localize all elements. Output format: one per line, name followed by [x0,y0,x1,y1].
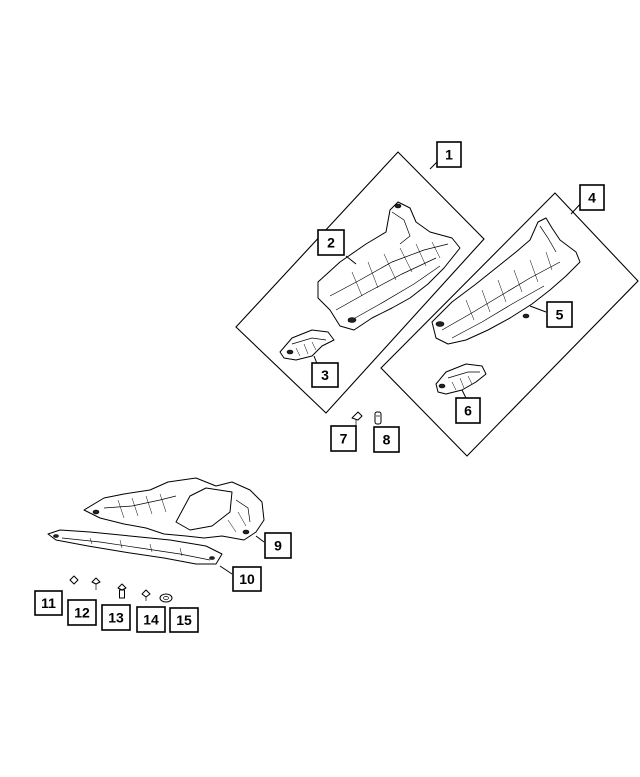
callout-9[interactable]: 9 [264,532,292,559]
callout-8-label: 8 [383,432,391,448]
callout-2-label: 2 [327,235,335,251]
callout-15[interactable]: 15 [169,607,199,633]
callout-11[interactable]: 11 [34,590,63,616]
skid-plate-left [317,201,461,331]
callout-2[interactable]: 2 [317,229,345,256]
callout-15-label: 15 [176,612,192,628]
callout-9-label: 9 [274,538,282,554]
callout-7-label: 7 [340,431,348,447]
callout-3[interactable]: 3 [311,362,339,388]
callout-7[interactable]: 7 [330,425,357,452]
strip-shield [47,529,233,575]
bracket-right [435,363,487,399]
callout-10-label: 10 [239,571,255,587]
callout-1-label: 1 [445,147,453,163]
fastener-11 [69,575,79,585]
bracket-left [279,329,335,367]
callout-5[interactable]: 5 [546,301,573,328]
callout-4-label: 4 [588,190,596,206]
callout-11-label: 11 [41,595,56,611]
fastener-12 [91,577,101,590]
callout-14-label: 14 [143,612,159,628]
callout-12-label: 12 [74,605,90,621]
callout-5-label: 5 [556,307,564,323]
callout-12[interactable]: 12 [67,599,97,626]
callout-13[interactable]: 13 [101,604,131,631]
callout-6[interactable]: 6 [455,397,481,424]
callout-3-label: 3 [321,367,329,383]
callout-13-label: 13 [108,610,124,626]
callout-10[interactable]: 10 [232,566,262,592]
engine-shield [83,477,265,543]
callout-8[interactable]: 8 [373,426,400,453]
fastener-13 [117,583,127,599]
callout-14[interactable]: 14 [136,606,166,633]
callout-4[interactable]: 4 [579,184,605,211]
skid-plate-right [431,217,581,345]
fastener-8 [374,411,382,425]
callout-6-label: 6 [464,403,472,419]
fastener-7 [351,411,363,426]
callout-1[interactable]: 1 [436,141,462,168]
fastener-15 [159,593,173,603]
fastener-14 [141,589,151,601]
